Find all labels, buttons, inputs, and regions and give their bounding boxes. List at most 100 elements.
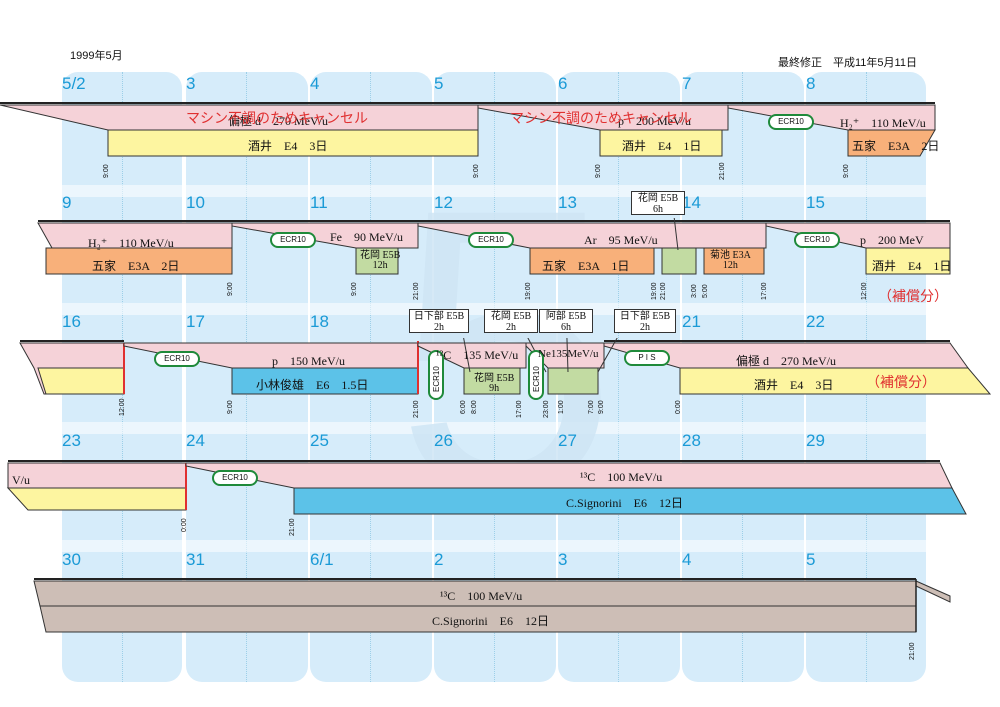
date-label: 2 [434, 550, 444, 569]
user-experiment-label: 酒井 E4 3日 [248, 139, 328, 153]
schedule-beam-label: 偏極 d 270 MeV/u [228, 114, 328, 128]
user-hours: 12h [722, 260, 738, 271]
time-label: 17:00 [516, 400, 523, 418]
callout-name: 阿部 E5B [545, 311, 587, 322]
time-label: 8:00 [471, 400, 478, 414]
callout-name: 日下部 E5B [619, 311, 671, 322]
cancellation-note: マシン不調のためキャンセル [186, 110, 368, 126]
time-label: 9:00 [227, 400, 234, 414]
ecr10-marker: ECR10 [468, 232, 514, 248]
callout-hours: 6h [561, 322, 571, 333]
time-label: 21:00 [289, 518, 296, 536]
date-label: 14 [682, 193, 701, 212]
ecr10-marker-vertical: ECR10 [528, 350, 544, 400]
user-hours: 9h [489, 383, 500, 394]
ecr10-marker: ECR10 [794, 232, 840, 248]
compensation-note: （補償分） [878, 288, 948, 304]
callout-hours: 2h [434, 322, 444, 333]
date-label: 4 [310, 74, 320, 93]
user-experiment-label: 酒井 E4 1日 [622, 139, 702, 153]
ecr10-marker: ECR10 [270, 232, 316, 248]
date-label: 12 [434, 193, 453, 212]
user-name: 花岡 E5B [474, 373, 515, 384]
pis-marker: P I S [624, 350, 670, 366]
schedule-beam-label: H₂⁺ 110 MeV/u [88, 236, 174, 250]
date-label: 3 [186, 74, 196, 93]
callout-hours: 6h [653, 204, 663, 215]
date-label: 7 [682, 74, 692, 93]
time-label: 21:00 [909, 642, 916, 660]
date-label: 10 [186, 193, 205, 212]
schedule-beam-label: Ar 95 MeV/u [584, 233, 658, 247]
user-experiment-label: 五家 E3A 1日 [542, 259, 630, 273]
date-label: 29 [806, 431, 825, 450]
date-label: 9 [62, 193, 72, 212]
date-label: 18 [310, 312, 329, 331]
date-label: 25 [310, 431, 329, 450]
week-1-shapes [0, 102, 936, 157]
schedule-beam-label: V/u [12, 473, 30, 487]
week-5-shapes [33, 578, 951, 633]
week-3-shapes [19, 338, 992, 395]
schedule-beam-label: p 200 MeV [860, 233, 924, 247]
date-label: 30 [62, 550, 81, 569]
cancellation-note: マシン不調のためキャンセル [510, 110, 692, 126]
time-label: 19:00 [651, 282, 658, 300]
time-label: 0:00 [181, 518, 188, 532]
date-label: 22 [806, 312, 825, 331]
user-experiment-label: C.Signorini E6 12日 [432, 614, 550, 628]
week-2-shapes [37, 218, 951, 275]
schedule-beam-label: Ne135MeV/u [538, 348, 599, 360]
time-label: 12:00 [861, 282, 868, 300]
time-label: 1:00 [558, 400, 565, 414]
schedule-beam-label: Fe 90 MeV/u [330, 230, 403, 244]
time-label: 6:00 [460, 400, 467, 414]
date-label: 31 [186, 550, 205, 569]
month-title: 1999年5月 [70, 50, 123, 62]
time-label: 9:00 [227, 282, 234, 296]
date-label: 6 [558, 74, 568, 93]
time-label: 17:00 [761, 282, 768, 300]
callout-name: 花岡 E5B [490, 311, 532, 322]
time-label: 7:00 [588, 400, 595, 414]
user-name: 花岡 E5B [360, 250, 401, 261]
time-label: 0:00 [675, 400, 682, 414]
time-label: 9:00 [103, 164, 110, 178]
ecr10-label: ECR10 [432, 366, 441, 392]
ecr10-marker: ECR10 [212, 470, 258, 486]
compensation-note: （補償分） [866, 374, 936, 390]
date-label: 3 [558, 550, 568, 569]
time-label: 12:00 [119, 398, 126, 416]
ecr10-marker: ECR10 [154, 351, 200, 367]
callout-name: 日下部 E5B [413, 311, 465, 322]
time-label: 23:00 [543, 400, 550, 418]
date-label: 24 [186, 431, 205, 450]
date-label: 5/2 [62, 74, 86, 93]
ecr10-marker-vertical: ECR10 [428, 350, 444, 400]
callout-hours: 2h [506, 322, 516, 333]
date-label: 27 [558, 431, 577, 450]
time-label: 5:00 [702, 284, 709, 298]
user-experiment-label: 五家 E3A 2日 [92, 259, 180, 273]
ecr10-marker: ECR10 [768, 114, 814, 130]
date-label: 23 [62, 431, 81, 450]
user-experiment-label: C.Signorini E6 12日 [566, 496, 684, 510]
date-label: 28 [682, 431, 701, 450]
date-label: 5 [806, 550, 816, 569]
schedule-beam-label: p 150 MeV/u [272, 354, 345, 368]
callout-name: 花岡 E5B [637, 193, 679, 204]
schedule-beam-label: ¹³C 100 MeV/u [580, 470, 663, 484]
date-label: 26 [434, 431, 453, 450]
time-label: 9:00 [595, 164, 602, 178]
week-4-shapes [6, 460, 967, 515]
date-label: 21 [682, 312, 701, 331]
schedule-beam-label: p 200 MeV/u [618, 114, 691, 128]
schedule-beam-label: ¹²C 135 MeV/u [436, 348, 519, 362]
ecr10-label: ECR10 [532, 366, 541, 392]
time-label: 9:00 [598, 400, 605, 414]
date-label: 5 [434, 74, 444, 93]
